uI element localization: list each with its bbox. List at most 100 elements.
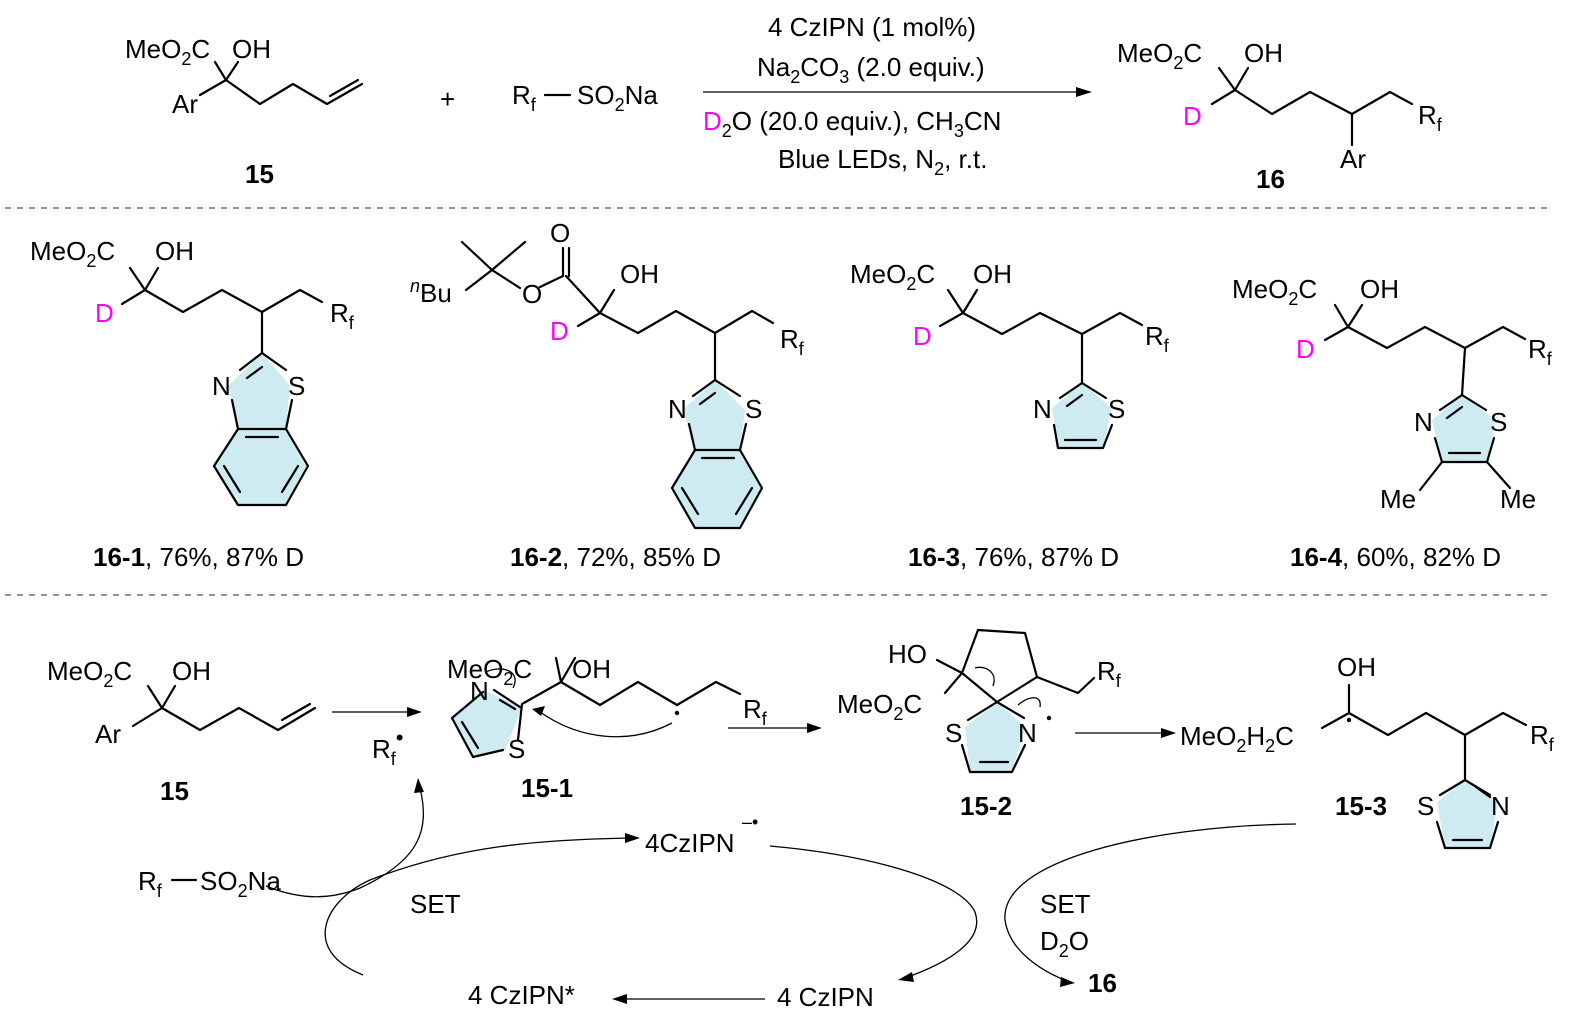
ring-highlight [1052, 383, 1112, 448]
catalyst-excited: 4 CzIPN* [468, 980, 575, 1010]
cycle-product-16: 16 [1088, 968, 1117, 998]
intermediate-15-1: MeO2C OH N S Rf 15-1 [447, 654, 768, 803]
ester-label: MeO2C [447, 654, 532, 689]
reactant-15: MeO2C OH Ar 15 [125, 34, 364, 189]
product-16-2: O nBu O OH D Rf N S 16-2, 72%, 85% D [410, 218, 805, 572]
product-caption: 16-3, 76%, 87% D [908, 542, 1119, 572]
deuterium-label: D [550, 316, 569, 346]
ring-highlight [1437, 780, 1498, 848]
d-incorporation: 87% D [226, 542, 304, 572]
rf-label: Rf [1530, 720, 1555, 755]
compound-label-15-1: 15-1 [521, 773, 573, 803]
plus-sign: + [440, 84, 455, 114]
ester-label: MeO2C [1232, 274, 1317, 309]
set-label-left: SET [410, 889, 461, 919]
nbu-label: nBu [410, 276, 452, 308]
d-incorporation: 87% D [1041, 542, 1119, 572]
hydroxyl-label: OH [1244, 38, 1283, 68]
ring-highlight [1432, 395, 1496, 462]
conditions: 4 CzIPN (1 mol%) Na2CO3 (2.0 equiv.) D2O… [703, 12, 1092, 179]
ring-highlight [672, 380, 762, 528]
arrow-radical-anion-to-ground [769, 845, 978, 979]
product-16-4: MeO2C OH D Rf N S Me Me 16-4, 60%, 82% D [1232, 274, 1553, 572]
ester-label: MeO2C [125, 34, 210, 69]
deuterium-label: D [913, 321, 932, 351]
yield: 72% [577, 542, 629, 572]
hydroxyl-label: OH [1337, 652, 1376, 682]
arrow-sulfinate-to-rf-radical [265, 787, 424, 898]
arrow-head [625, 833, 640, 843]
rf-label: Rf [743, 694, 768, 729]
ester-label: MeO2H2C [1180, 721, 1294, 756]
ester-label: MeO2C [1117, 38, 1202, 73]
sulfinate-label: SO2Na [577, 80, 658, 115]
methyl-label-5: Me [1500, 484, 1536, 514]
product-caption: 16-1, 76%, 87% D [93, 542, 304, 572]
skeleton-bonds [120, 266, 324, 507]
arrow-head [407, 707, 422, 717]
condition-solvent: D2O (20.0 equiv.), CH3CN [703, 106, 1001, 141]
product-caption: 16-4, 60%, 82% D [1290, 542, 1501, 572]
catalytic-cycle: Rf SO2Na 4CzIPN –• SET SET D2O 16 4 CzIP… [138, 778, 1297, 1012]
s-label: S [288, 371, 305, 401]
skeleton-bonds [935, 628, 1096, 774]
compound-label-16: 16 [1256, 164, 1285, 194]
rf-label: Rf [512, 80, 537, 115]
skeleton-bonds [460, 240, 775, 530]
skeleton-bonds [450, 656, 742, 759]
intermediate-15-3: OH MeO2H2C Rf S N 15-3 [1180, 652, 1555, 850]
arrow-head [1161, 728, 1176, 738]
d-incorporation: 85% D [643, 542, 721, 572]
yield: 76% [160, 542, 212, 572]
ring-highlight [452, 690, 522, 757]
s-label: S [745, 394, 762, 424]
arrow-head [532, 706, 545, 716]
skeleton-bonds [1320, 683, 1528, 850]
deuterium-label: D [1183, 101, 1202, 131]
ester-o-label: O [522, 279, 542, 309]
electron-push-arrow [539, 711, 673, 738]
hydroxyl-label: OH [232, 34, 271, 64]
aryl-label: Ar [172, 89, 198, 119]
skeleton-bonds [131, 684, 317, 732]
product-16-3: MeO2C OH D Rf N S 16-3, 76%, 87% D [850, 259, 1170, 572]
d-incorporation: 82% D [1423, 542, 1501, 572]
arrow-head [1076, 87, 1092, 97]
n-label: N [212, 371, 231, 401]
condition-light: Blue LEDs, N2, r.t. [778, 144, 987, 179]
hydroxyl-label: OH [572, 654, 611, 684]
n-label: N [1033, 394, 1052, 424]
radical-anion-charge: –• [742, 812, 758, 832]
compound-id: 16-1 [93, 542, 145, 572]
cycle-reagent-label: Rf [138, 866, 163, 901]
arrow-excited-to-radical-anion [324, 837, 631, 976]
mechanism-15: MeO2C OH Ar 15 [47, 656, 317, 806]
condition-base: Na2CO3 (2.0 equiv.) [757, 52, 985, 87]
arrow-head [807, 723, 822, 733]
hydroxyl-label: OH [973, 259, 1012, 289]
radical-dot [1046, 715, 1052, 721]
arrow-head [612, 994, 627, 1004]
ester-label: MeO2C [47, 656, 132, 691]
rf-radical-label: Rf• [372, 725, 404, 769]
n-label: N [1414, 407, 1433, 437]
compound-id: 16-4 [1290, 542, 1343, 572]
aryl-label: Ar [1340, 144, 1366, 174]
compound-label-15-2: 15-2 [960, 791, 1012, 821]
arrow-15-3-to-product [1004, 823, 1297, 983]
n-label: N [1491, 791, 1510, 821]
s-label: S [945, 718, 962, 748]
rf-label: Rf [780, 324, 805, 359]
aryl-label: Ar [95, 719, 121, 749]
compound-label-15: 15 [245, 159, 274, 189]
compound-id: 16-2 [510, 542, 562, 572]
electron-push-arrow [485, 668, 516, 689]
s-label: S [508, 734, 525, 764]
skeleton-bonds [1323, 303, 1527, 492]
cycle-sulfinate-label: SO2Na [200, 866, 281, 901]
catalyst-ground: 4 CzIPN [777, 982, 874, 1012]
set-label-right: SET [1040, 889, 1091, 919]
ring-highlight [965, 702, 1025, 772]
skeleton-bonds [198, 60, 364, 106]
rf-label: Rf [330, 298, 355, 333]
